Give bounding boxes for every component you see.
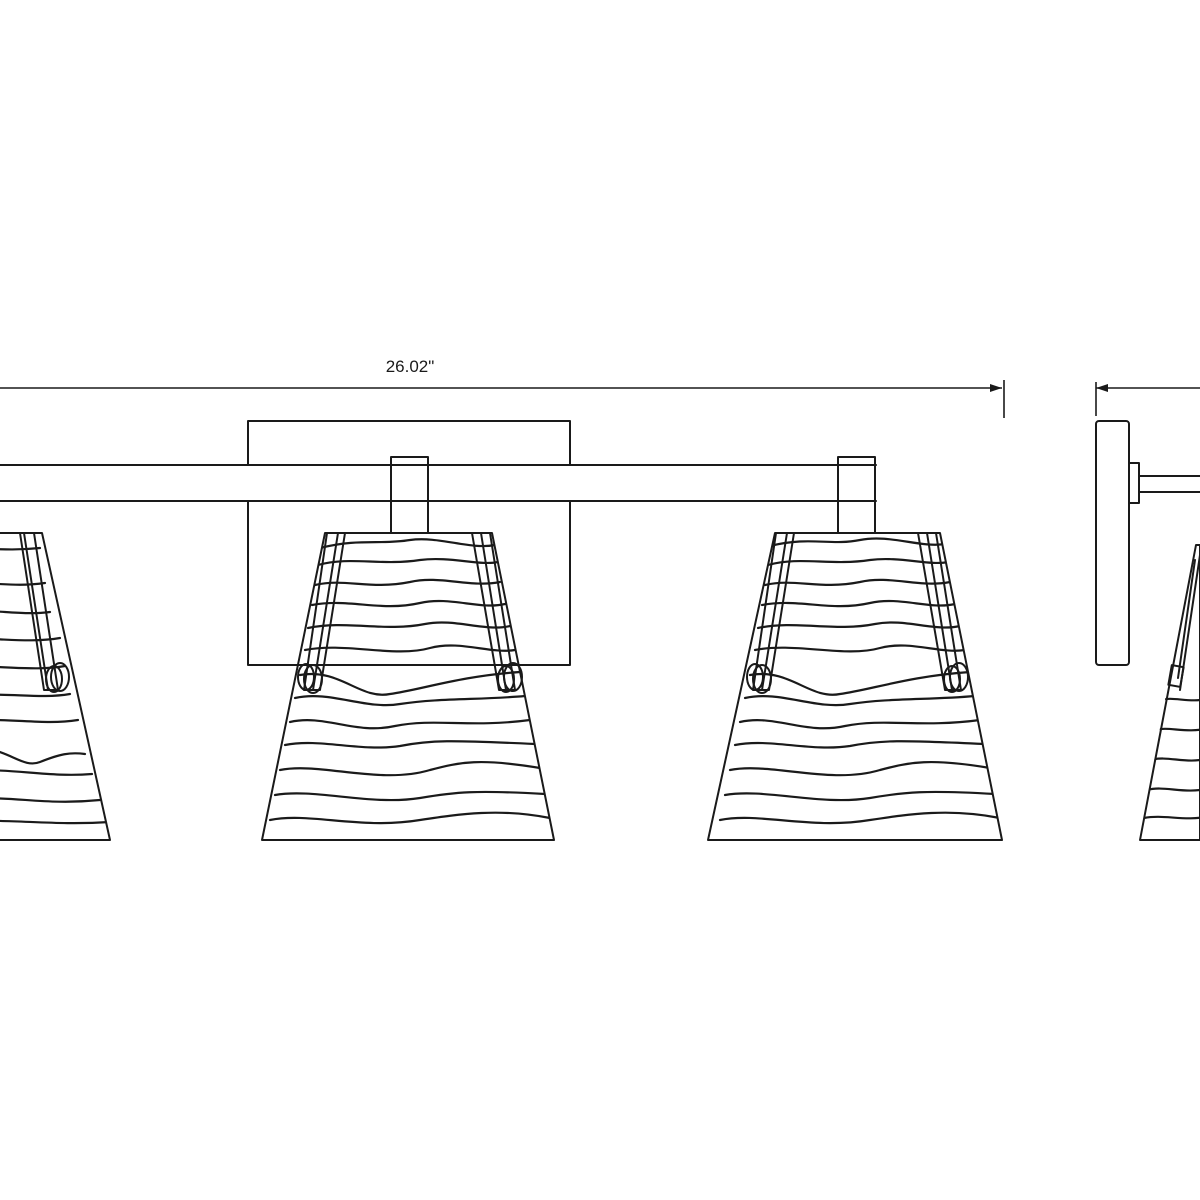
side-view-shade [1139, 544, 1200, 841]
shade-right-bracket-right [917, 532, 969, 693]
shade-middle-bracket-right [471, 532, 523, 693]
shade-left [0, 532, 111, 841]
width-dimension: 26.02" [0, 357, 1005, 418]
shade-right-bracket-left [746, 532, 795, 694]
width-dimension-label: 26.02" [386, 357, 435, 376]
shade-right [707, 532, 1003, 841]
backplate [247, 420, 571, 666]
side-view-mount [1128, 462, 1140, 504]
depth-dimension [1095, 382, 1200, 416]
bar-arm [0, 464, 877, 502]
shade-middle [261, 532, 555, 841]
side-view-backplate [1095, 420, 1130, 666]
shade-middle-bracket-left [297, 532, 346, 694]
shade-left-bracket [19, 532, 70, 693]
side-view [1095, 420, 1200, 841]
